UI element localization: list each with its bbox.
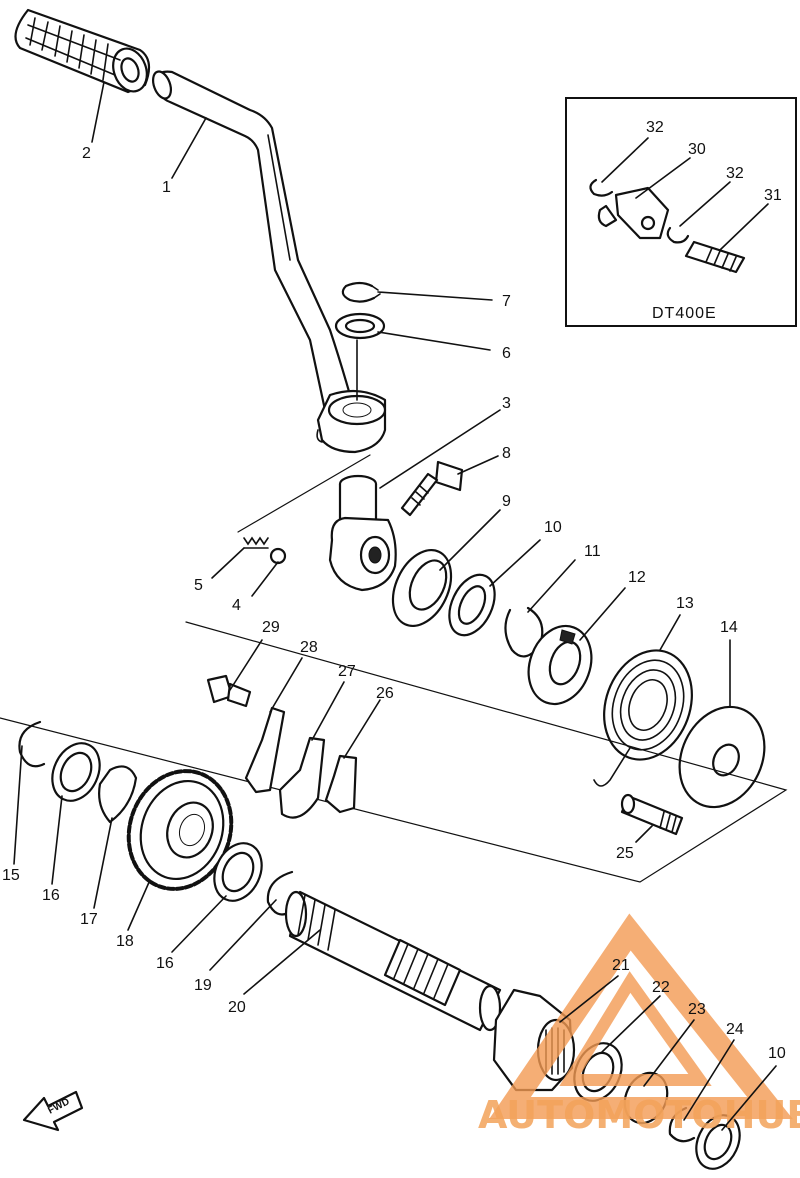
callout-6: 6 (502, 345, 511, 362)
callout-17: 17 (80, 911, 98, 928)
callout-10b: 10 (768, 1045, 786, 1062)
callout-28: 28 (300, 639, 318, 656)
plate-26 (324, 754, 358, 814)
callout-4: 4 (232, 597, 241, 614)
gear-18 (126, 769, 234, 891)
plate-27 (278, 736, 326, 819)
washer-14 (678, 705, 766, 809)
washer-10-hole (457, 585, 487, 625)
callout-3: 3 (502, 395, 511, 412)
callout-9: 9 (502, 493, 511, 510)
callout-14: 14 (720, 619, 738, 636)
circlip-15 (18, 720, 46, 768)
callout-27: 27 (338, 663, 356, 680)
boss-outline (237, 454, 371, 533)
callout-10: 10 (544, 519, 562, 536)
callout-24: 24 (726, 1021, 744, 1038)
spring-guide-12 (527, 624, 593, 706)
circlip-7 (341, 281, 381, 303)
callout-22: 22 (652, 979, 670, 996)
callout-12: 12 (628, 569, 646, 586)
callout-25: 25 (616, 845, 634, 862)
circlip-19 (266, 870, 294, 916)
callout-1: 1 (162, 179, 171, 196)
callout-32b: 32 (726, 165, 744, 182)
kick-boss (328, 474, 397, 592)
callout-23: 23 (688, 1001, 706, 1018)
kick-grip (14, 8, 151, 94)
callout-15: 15 (2, 867, 20, 884)
callout-21: 21 (612, 957, 630, 974)
callout-labels: 1 2 3 4 5 6 7 8 9 10 11 12 13 14 15 16 1… (2, 119, 786, 1062)
spring-5 (243, 536, 269, 549)
callout-8: 8 (502, 445, 511, 462)
washer-6 (334, 312, 386, 340)
ball-4 (269, 547, 287, 565)
callout-31: 31 (764, 187, 782, 204)
circlip-11 (504, 606, 544, 658)
watermark-text: AUTOMOTOHUB (478, 1093, 800, 1137)
plate-28 (244, 706, 286, 794)
subassembly-outline (0, 621, 788, 883)
callout-11: 11 (584, 543, 601, 560)
callout-19: 19 (194, 977, 212, 994)
oil-seal-9 (391, 549, 453, 627)
callout-29: 29 (262, 619, 280, 636)
callout-2: 2 (82, 145, 91, 162)
callout-26: 26 (376, 685, 394, 702)
inset-dt400e: DT400E (565, 97, 797, 327)
torsion-spring-13 (593, 649, 693, 787)
clip-17 (98, 765, 138, 824)
leader-lines (13, 81, 777, 1131)
washer-16-hole (59, 751, 93, 793)
callout-16: 16 (42, 887, 60, 904)
washer-16b-hole (221, 851, 255, 893)
kick-shaft-20 (284, 890, 502, 1032)
bolt-8 (400, 460, 464, 517)
callout-5: 5 (194, 577, 203, 594)
callout-7: 7 (502, 293, 511, 310)
callout-32a: 32 (646, 119, 664, 136)
callout-13: 13 (676, 595, 694, 612)
kick-lever (151, 70, 387, 454)
pin-25 (620, 793, 684, 836)
callout-20: 20 (228, 999, 246, 1016)
callout-18: 18 (116, 933, 134, 950)
callout-30: 30 (688, 141, 706, 158)
callout-16b: 16 (156, 955, 174, 972)
inset-label: DT400E (652, 305, 717, 322)
fwd-arrow: FWD (22, 1090, 84, 1132)
bolt-29 (206, 674, 252, 708)
